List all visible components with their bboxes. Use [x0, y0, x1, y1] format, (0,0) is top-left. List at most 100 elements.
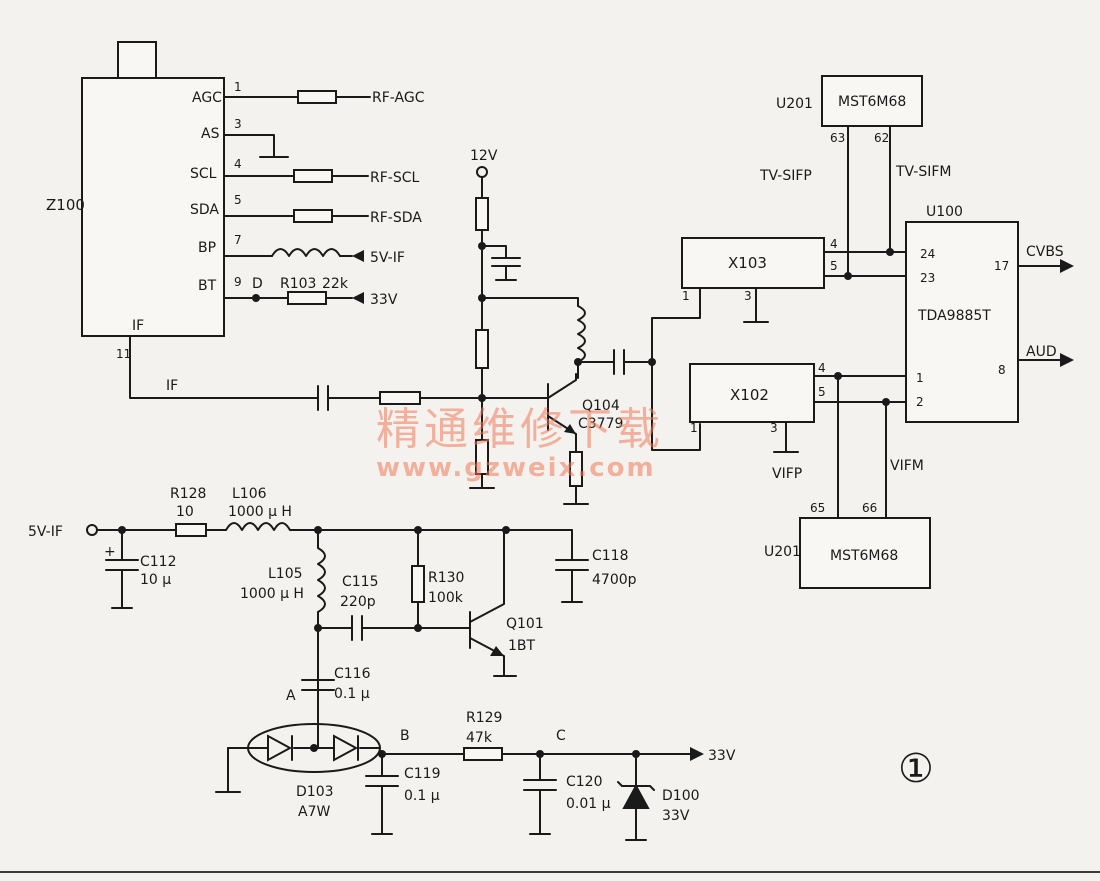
- output-cvbs: CVBS: [1026, 244, 1064, 260]
- decoupling-capacitor: [481, 245, 521, 281]
- if-wire: [129, 335, 549, 399]
- d100-zener: [622, 783, 650, 809]
- net-vifm: VIFM: [890, 458, 924, 474]
- pin-name-bp: BP: [198, 240, 216, 256]
- pin-num-5: 5: [234, 193, 242, 207]
- u201-top-pin-62: 62: [874, 131, 889, 145]
- pin-name-sda: SDA: [190, 202, 219, 218]
- scl-resistor: [293, 169, 333, 183]
- x102-body: [689, 363, 815, 423]
- node-vifp: [834, 372, 842, 380]
- q104-emitter-arrow: [564, 424, 576, 434]
- r130-value: 100k: [428, 590, 464, 606]
- d100-zener-bar: [617, 781, 655, 791]
- node-vifm: [882, 398, 890, 406]
- node-a-label: A: [286, 688, 296, 704]
- saw-filter-x103: X103 1 3 4 5: [681, 237, 907, 323]
- x103-pin-4: 4: [830, 237, 838, 251]
- u201-bottom: MST6M68 U201 65 66 VIFP VIFM: [764, 372, 931, 589]
- q101-emitter-arrow: [490, 646, 504, 656]
- node-q101-base: [414, 624, 422, 632]
- c115-value: 220p: [340, 594, 376, 610]
- sda-resistor: [293, 209, 333, 223]
- l106-value: 1000 μ H: [228, 504, 292, 520]
- x103-ref: X103: [728, 254, 767, 272]
- u201-top-ref: U201: [776, 96, 813, 112]
- x103-body: [681, 237, 825, 289]
- c112-ref: C112: [140, 554, 177, 570]
- u100-ref: U100: [926, 204, 963, 220]
- l105-ref: L105: [268, 566, 303, 582]
- 12v-terminal: [476, 166, 488, 178]
- q104-ref: Q104: [582, 398, 620, 414]
- node-d-dot: [252, 294, 260, 302]
- saw-split-wire: [651, 287, 701, 451]
- net-rf-scl: RF-SCL: [370, 170, 419, 186]
- u100-pin-17: 17: [994, 259, 1009, 273]
- node-b-label: B: [400, 728, 410, 744]
- x103-ground: [743, 287, 769, 323]
- node-base: [478, 394, 486, 402]
- u201-bottom-pin-66: 66: [862, 501, 877, 515]
- c119-value: 0.1 μ: [404, 788, 440, 804]
- c112-value: 10 μ: [140, 572, 171, 588]
- u201-bottom-pin-65: 65: [810, 501, 825, 515]
- x102-pin-5: 5: [818, 385, 826, 399]
- r-bias-lower: [475, 439, 489, 475]
- 12v-label: 12V: [470, 148, 498, 164]
- supply-input-label: 5V-IF: [28, 524, 63, 540]
- if-series-resistor: [379, 391, 421, 405]
- tuner-connector: [117, 41, 157, 81]
- d103-ground: [215, 747, 241, 793]
- r129-ref: R129: [466, 710, 502, 726]
- node-d-label: D: [252, 276, 263, 292]
- c116-ref: C116: [334, 666, 371, 682]
- output-aud: AUD: [1026, 344, 1057, 360]
- pin-num-7: 7: [234, 233, 242, 247]
- u100-ic: U100 TDA9885T 24 23 1 2 17 8 CVBS AUD: [905, 204, 1074, 423]
- aud-arrow: [1060, 353, 1074, 367]
- pin-num-4: 4: [234, 157, 242, 171]
- x102-pin-3: 3: [770, 421, 778, 435]
- bt-arrow: [352, 292, 364, 304]
- 5v-if-input-terminal: [86, 524, 98, 536]
- net-33v-bt: 33V: [370, 292, 398, 308]
- c118-ref: C118: [592, 548, 629, 564]
- c120-value: 0.01 μ: [566, 796, 611, 812]
- q104-part: C3779: [578, 416, 623, 432]
- output-33v-arrow: [690, 747, 704, 761]
- node-sifp: [844, 272, 852, 280]
- c115-capacitor: [351, 615, 363, 641]
- d103-part: A7W: [298, 804, 330, 820]
- pin-num-9: 9: [234, 275, 242, 289]
- r103-resistor: [287, 291, 327, 305]
- u201-bottom-part: MST6M68: [830, 548, 898, 564]
- tuner-block: Z100 IF 11 AGC AS SCL SDA BP BT 1 3 4 5 …: [46, 41, 425, 361]
- r128-value: 10: [176, 504, 194, 520]
- r103-value: 22k: [322, 276, 349, 292]
- node-sifm: [886, 248, 894, 256]
- node-a-dot: [310, 744, 318, 752]
- d103-ref: D103: [296, 784, 334, 800]
- r-bias-upper: [475, 329, 489, 369]
- d100-ref: D100: [662, 788, 700, 804]
- x103-pin-1: 1: [682, 289, 690, 303]
- d100-value: 33V: [662, 808, 690, 824]
- l105-inductor: [317, 529, 326, 691]
- c119-capacitor: [365, 753, 399, 835]
- u201-bottom-body: [799, 517, 931, 589]
- x102-ground: [773, 421, 799, 453]
- u100-output-wires: [1017, 265, 1061, 361]
- x102-output-wires: [813, 375, 907, 403]
- r130-resistor: [411, 565, 425, 603]
- if-amplifier: IF 12V Q104 C3779: [129, 148, 701, 505]
- tuner-if-pin-num: 11: [116, 347, 131, 361]
- l105-value: 1000 μ H: [240, 586, 304, 602]
- supply-33v-circuit: 5V-IF + C112 10 μ R128 10 L106 1000 μ H …: [28, 486, 736, 841]
- output-33v-label: 33V: [708, 748, 736, 764]
- pin-name-bt: BT: [198, 278, 217, 294]
- pin-num-1: 1: [234, 80, 242, 94]
- pin-name-agc: AGC: [192, 90, 222, 106]
- u100-body: [905, 221, 1019, 423]
